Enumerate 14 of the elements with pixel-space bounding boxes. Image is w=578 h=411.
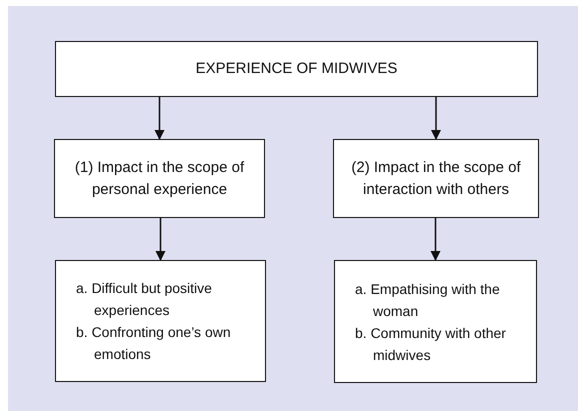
category-box (333, 139, 539, 218)
box-heading: EXPERIENCE OF MIDWIVES (196, 58, 398, 79)
box-label: (1) Impact in the scope of personal experience (74, 158, 246, 200)
arrow (430, 218, 440, 261)
arrow (431, 97, 441, 140)
arrow (156, 218, 166, 261)
list-item: b. Confronting one’s own emotions (76, 323, 232, 364)
title-box (55, 41, 538, 97)
result-box (334, 260, 537, 383)
category-box (54, 139, 265, 218)
arrow (154, 97, 164, 140)
list-item: b. Community with other midwives (355, 324, 507, 364)
result-box (55, 260, 266, 382)
box-label: (2) Impact in the scope of interaction with others (350, 158, 522, 200)
